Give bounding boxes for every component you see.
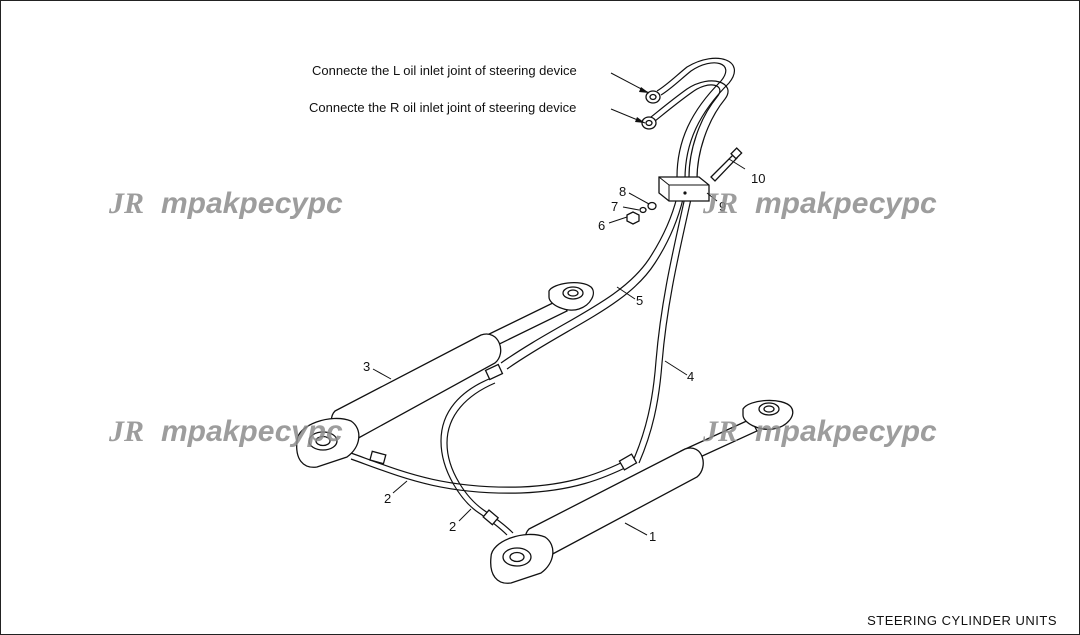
watermark-bottom-left: JR трakресурс — [108, 415, 343, 448]
clamp-assembly — [626, 147, 743, 225]
part-number-4: 4 — [687, 369, 694, 384]
leader-lines — [372, 72, 746, 536]
part-number-6: 6 — [598, 218, 605, 233]
watermark-text: трakресурс — [161, 187, 343, 220]
svg-text:JR: JR — [702, 415, 738, 448]
svg-text:JR: JR — [108, 415, 144, 448]
callout-left-inlet: Connecte the L oil inlet joint of steeri… — [312, 63, 577, 78]
part-number-9: 9 — [719, 199, 726, 214]
inlet-fittings — [641, 90, 661, 130]
part-number-7: 7 — [611, 199, 618, 214]
bolt — [710, 154, 738, 182]
clamp-block — [658, 176, 710, 202]
cylinder-1 — [482, 399, 794, 584]
washer-7 — [639, 206, 647, 214]
part-number-5: 5 — [636, 293, 643, 308]
watermark-text: трakресурс — [755, 187, 937, 220]
barrel-1 — [524, 447, 704, 559]
callout-right-inlet: Connecte the R oil inlet joint of steeri… — [309, 100, 576, 115]
part-number-3: 3 — [363, 359, 370, 374]
inlet-hose-r — [654, 84, 721, 178]
watermark-text: трakресурс — [161, 415, 343, 448]
watermark-top-left: JR трakресурс — [108, 187, 343, 220]
part-number-1: 1 — [649, 529, 656, 544]
hose-group — [350, 57, 736, 536]
hose-2-short — [440, 378, 508, 536]
hose-5 — [500, 196, 678, 364]
watermark-bottom-right: JR трakресурс — [702, 415, 937, 448]
part-number-2: 2 — [384, 491, 391, 506]
washer-8 — [647, 201, 657, 211]
hose-4 — [632, 196, 686, 462]
part-number-8: 8 — [619, 184, 626, 199]
cylinder-3 — [296, 281, 594, 468]
watermark-text: трakресурс — [755, 415, 937, 448]
svg-text:JR: JR — [108, 187, 144, 220]
inlet-hose-l — [660, 62, 727, 178]
part-number-2-second: 2 — [449, 519, 456, 534]
svg-text:JR: JR — [702, 187, 738, 220]
watermark-top-right: JR трakресурс — [702, 187, 937, 220]
hose-2-long — [350, 452, 630, 488]
nut-6 — [626, 211, 640, 225]
part-number-10: 10 — [751, 171, 765, 186]
drawing-title: STEERING CYLINDER UNITS — [867, 613, 1057, 628]
